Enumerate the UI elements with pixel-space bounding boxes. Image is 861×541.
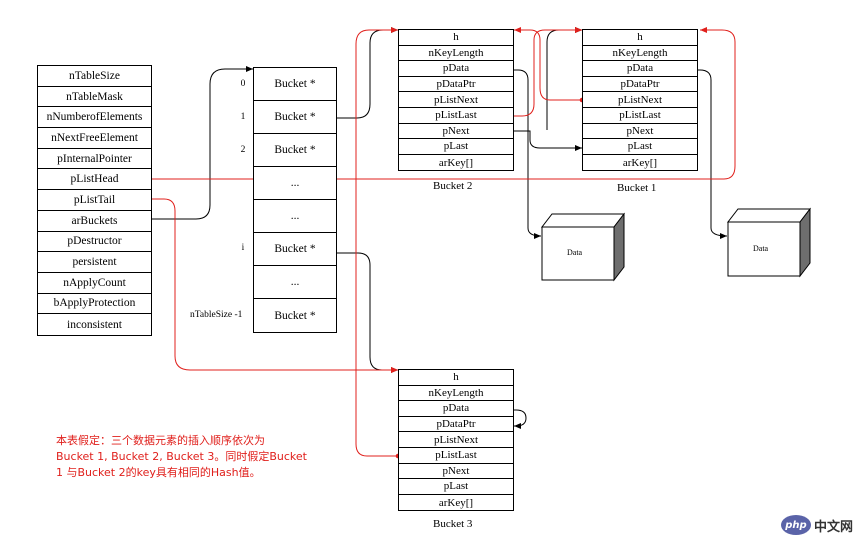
bucket3-plistlast-arrow: [355, 27, 398, 457]
bucket1-plistnext-arrow: [514, 27, 582, 101]
bucket-3-label: Bucket 3: [433, 518, 473, 530]
index-label: nTableSize -1: [190, 310, 243, 320]
bucket1-pdata: pData: [583, 61, 697, 77]
field-ntablesize: nTableSize: [38, 66, 151, 87]
bucket-1-label: Bucket 1: [617, 182, 657, 194]
bucket2-arkey: arKey[]: [438, 156, 474, 169]
php-logo: php: [780, 515, 811, 535]
bucket-2-label: Bucket 2: [433, 180, 473, 192]
field-nnumberofelements: nNumberofElements: [38, 107, 151, 129]
bucket1-plistnext: pListNext: [583, 92, 697, 108]
bucket3-pdataptr: pDataPtr: [399, 417, 513, 433]
field-ntablemask: nTableMask: [38, 87, 151, 108]
bucket2-plistlast: pListLast: [399, 108, 513, 124]
bucket-pointer-array: Bucket * Bucket * Bucket * ... ... Bucke…: [253, 67, 337, 333]
bucket3-plistnext: pListNext: [399, 432, 513, 448]
note-line: 本表假定：三个数据元素的插入顺序依次为: [56, 434, 265, 447]
bucket1-plistlast: pListLast: [583, 108, 697, 124]
field-plisttail: pListTail: [38, 190, 151, 211]
bucket2-pdataptr: pDataPtr: [399, 77, 513, 93]
index-label: 1: [240, 112, 246, 122]
bucket-slot-ellipsis: ...: [254, 266, 336, 299]
bucket1-nkeylength: nKeyLength: [583, 46, 697, 62]
bucket1-h: h: [583, 30, 697, 46]
data-block-1: [540, 212, 626, 282]
bucket-slot-ellipsis: ...: [254, 200, 336, 233]
data-block-2-label: Data: [753, 244, 769, 253]
bucket-slot-ellipsis: ...: [254, 167, 336, 200]
bucket1-plast-arrow: [575, 27, 582, 33]
bucket3-plistlast: pListLast: [399, 448, 513, 464]
field-inconsistent: inconsistent: [67, 318, 122, 331]
bucket3-arkey: arKey[]: [438, 496, 474, 509]
arbuckets-arrow: [133, 66, 253, 220]
bucket1-pdataptr: pDataPtr: [583, 77, 697, 93]
bucket-slot: Bucket *: [254, 233, 336, 266]
bucket3-nkeylength: nKeyLength: [399, 386, 513, 402]
bucket3-pnext: pNext: [399, 464, 513, 480]
field-persistent: persistent: [38, 252, 151, 273]
bucket2-nkeylength: nKeyLength: [399, 46, 513, 62]
note-line: 1 与Bucket 2的key具有相同的Hash值。: [56, 466, 261, 479]
sloti-to-bucket3-arrow: [322, 252, 398, 373]
bucket1-pdata-arrow: [680, 69, 728, 239]
hashtable-struct: nTableSize nTableMask nNumberofElements …: [37, 65, 152, 336]
bucket-3: h nKeyLength pData pDataPtr pListNext pL…: [398, 369, 514, 512]
bucket3-h: h: [399, 370, 513, 386]
bucket2-h: h: [399, 30, 513, 46]
bucket1-pnext: pNext: [583, 124, 697, 140]
plisthead-arrow: [133, 27, 736, 180]
bucket-slot: Bucket *: [274, 309, 316, 322]
watermark: php 中文网: [780, 515, 853, 535]
slot1-to-bucket2-arrow: [322, 27, 398, 119]
bucket2-pdata: pData: [399, 61, 513, 77]
bucket-slot: Bucket *: [254, 68, 336, 101]
field-napplycount: nApplyCount: [38, 273, 151, 294]
bucket-slot: Bucket *: [254, 134, 336, 167]
bucket2-pnext: pNext: [399, 124, 513, 140]
field-bapplyprotection: bApplyProtection: [38, 294, 151, 315]
field-nnextfreeelement: nNextFreeElement: [38, 128, 151, 149]
bucket3-plast: pLast: [399, 479, 513, 495]
bucket2-pnext-arrow: [494, 130, 582, 151]
bucket1-arkey: arKey[]: [622, 156, 658, 169]
watermark-text: 中文网: [813, 519, 853, 535]
bucket2-plast: pLast: [399, 139, 513, 155]
field-pinternalpointer: pInternalPointer: [38, 149, 151, 170]
field-arbuckets: arBuckets: [38, 211, 151, 232]
bucket3-pdata: pData: [399, 401, 513, 417]
note-line: Bucket 1, Bucket 2, Bucket 3。同时假定Bucket: [56, 450, 307, 463]
bucket2-pdata-arrow: [494, 69, 542, 239]
bucket-slot: Bucket *: [254, 101, 336, 134]
field-plisthead: pListHead: [38, 169, 151, 191]
bucket-2: h nKeyLength pData pDataPtr pListNext pL…: [398, 29, 514, 172]
bucket3-pdata-loop: [494, 409, 527, 429]
assumption-note: 本表假定：三个数据元素的插入顺序依次为 Bucket 1, Bucket 2, …: [56, 433, 307, 481]
data-block-1-label: Data: [567, 248, 583, 257]
field-pdestructor: pDestructor: [38, 232, 151, 253]
data-block-2: [726, 207, 812, 278]
bucket2-plistnext-arrow: [391, 367, 398, 373]
bucket2-plistnext: pListNext: [399, 92, 513, 108]
plisttail-arrow: [133, 198, 398, 373]
bucket1-plast: pLast: [583, 139, 697, 155]
bucket-1: h nKeyLength pData pDataPtr pListNext pL…: [582, 29, 698, 172]
index-label: 2: [240, 145, 246, 155]
index-label: i: [241, 243, 245, 253]
index-label: 0: [240, 79, 246, 89]
